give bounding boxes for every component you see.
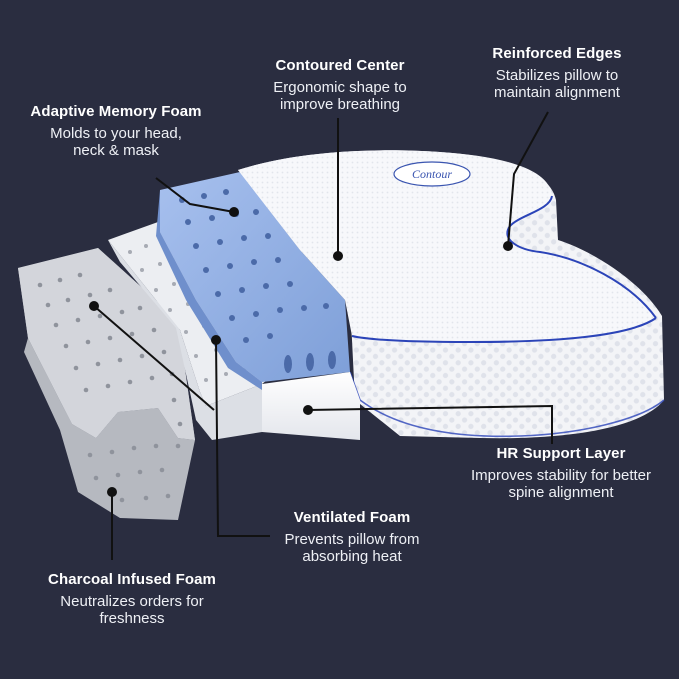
dot-ventilated-foam-secondary	[89, 301, 99, 311]
feature-title: Ventilated Foam	[293, 509, 411, 526]
pillow-body: Contour	[238, 150, 665, 440]
dot-ventilated-foam	[211, 335, 221, 345]
label-reinforced-edges: Reinforced Edges Stabilizes pillow to ma…	[452, 45, 662, 101]
feature-description: Improves stability for better spine alig…	[470, 466, 652, 501]
feature-title: Reinforced Edges	[492, 45, 622, 62]
brand-logo-text: Contour	[412, 167, 452, 181]
label-charcoal-infused-foam: Charcoal Infused Foam Neutralizes orders…	[20, 571, 244, 627]
label-hr-support-layer: HR Support Layer Improves stability for …	[462, 445, 660, 501]
feature-title: Adaptive Memory Foam	[30, 103, 202, 120]
leader-ventilated-extra	[93, 305, 215, 411]
memory-foam-layer	[156, 172, 350, 390]
feature-description: Stabilizes pillow to maintain alignment	[494, 66, 620, 101]
feature-description: Neutralizes orders for freshness	[60, 592, 204, 627]
leader-ventilated-foam	[215, 339, 270, 537]
dot-hr-support-layer	[303, 405, 313, 415]
feature-description: Ergonomic shape to improve breathing	[273, 78, 407, 113]
label-ventilated-foam: Ventilated Foam Prevents pillow from abs…	[262, 509, 442, 565]
dot-contoured-center	[333, 251, 343, 261]
dot-adaptive-memory-foam	[229, 207, 239, 217]
label-contoured-center: Contoured Center Ergonomic shape to impr…	[244, 57, 436, 113]
feature-title: Charcoal Infused Foam	[48, 571, 216, 588]
feature-description: Molds to your head, neck & mask	[50, 124, 182, 159]
leader-hr-support-layer	[307, 404, 553, 444]
dot-charcoal-infused-foam	[107, 487, 117, 497]
brand-logo-badge	[393, 161, 471, 187]
label-adaptive-memory-foam: Adaptive Memory Foam Molds to your head,…	[10, 103, 222, 159]
feature-title: HR Support Layer	[496, 445, 626, 462]
feature-description: Prevents pillow from absorbing heat	[284, 530, 420, 565]
feature-title: Contoured Center	[275, 57, 405, 74]
leader-reinforced-edges	[507, 111, 549, 247]
leader-adaptive-memory-foam	[155, 177, 235, 213]
dot-reinforced-edges	[503, 241, 513, 251]
leader-dots	[89, 207, 513, 497]
leader-lines	[93, 111, 553, 560]
